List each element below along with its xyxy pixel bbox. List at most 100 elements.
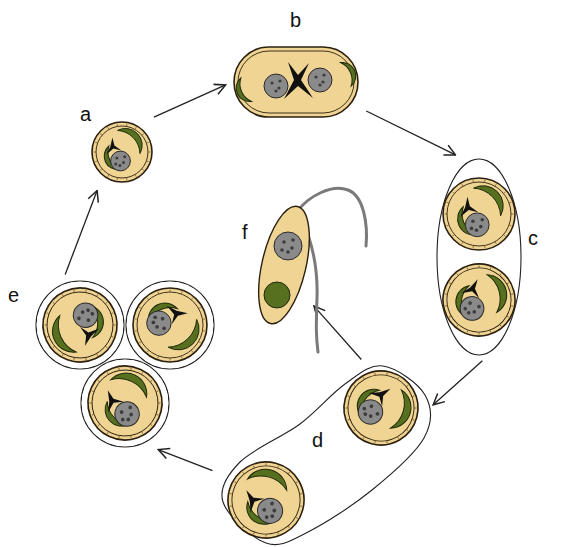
wall-tick (95, 160, 97, 162)
chromatin-spot (129, 412, 134, 417)
chloroplast (118, 128, 143, 153)
wall-tick (386, 373, 388, 375)
wall-tick (495, 242, 496, 244)
stage-illustration (258, 204, 310, 326)
wall-tick (504, 192, 506, 194)
wall-tick (288, 526, 290, 528)
wall-tick (62, 353, 63, 355)
wall-tick (473, 246, 474, 248)
wall-tick (445, 305, 447, 307)
chromatin-spot (114, 163, 117, 166)
wall-tick (234, 517, 236, 518)
wall-tick (126, 124, 127, 126)
chloroplast (232, 77, 257, 103)
cell-wall (133, 288, 207, 362)
chromatin-spot (480, 218, 484, 222)
chromatin-spot (291, 238, 295, 242)
cell-wall (430, 251, 528, 349)
nucleus (456, 292, 488, 324)
mother-membrane (238, 51, 354, 113)
wall-tick (96, 354, 98, 356)
mother-wall-fill (127, 282, 214, 369)
wall-tick (111, 312, 113, 314)
chromatin-spot (152, 321, 156, 325)
chromatin-spot (123, 155, 126, 158)
stage-drawing (430, 159, 528, 355)
wall-tick (98, 424, 101, 426)
chloroplast (168, 319, 199, 349)
wall-tick (47, 336, 49, 338)
wall-tick (47, 312, 49, 314)
wall-tick (445, 214, 448, 215)
algal-cell (443, 178, 515, 250)
wall-tick (191, 350, 193, 352)
wall-tick (398, 437, 399, 439)
wall-tick (105, 302, 107, 304)
chromatin-spot (322, 73, 325, 76)
wall-tick (170, 358, 171, 361)
wall-tick (199, 342, 201, 343)
chloroplast (334, 61, 359, 87)
wall-tick (135, 330, 137, 331)
algal-cell (430, 251, 528, 349)
wall-tick (253, 466, 255, 468)
wall-tick (156, 414, 158, 416)
wall-tick (253, 532, 255, 534)
life-stage: b (232, 45, 360, 119)
wall-tick (489, 330, 491, 332)
cell-membrane (447, 182, 511, 246)
chromatin-spot (471, 219, 475, 223)
chromatin-spot (155, 325, 159, 329)
chromatin-spot (321, 80, 324, 83)
cell-membrane (83, 361, 168, 446)
wall-tick (191, 298, 193, 300)
chromatin-spot (270, 514, 275, 519)
wall-tick (447, 202, 449, 204)
algal-cell (330, 357, 431, 458)
pyrenoid (240, 485, 267, 513)
wall-tick (45, 324, 48, 326)
cell-membrane (220, 454, 313, 547)
wall-tick (386, 440, 388, 442)
algal-cell (92, 122, 152, 182)
wall-tick (53, 302, 56, 304)
wall-tick (117, 124, 118, 126)
chromatin-spot (278, 79, 281, 82)
life-stage: e (36, 281, 214, 447)
nucleus-body (147, 311, 171, 335)
wall-tick (462, 242, 463, 244)
nucleus-body (456, 292, 488, 324)
wall-tick (511, 214, 514, 215)
cell-membrane (137, 292, 203, 358)
chromatin-spot (476, 304, 481, 309)
wall-tick (495, 184, 496, 186)
algal-cell (214, 448, 318, 547)
wall-tick (511, 305, 513, 307)
wall-tick (484, 246, 485, 248)
wall-tick (374, 440, 376, 442)
nucleus-body (264, 74, 288, 98)
chromatin-spot (122, 161, 125, 164)
wall-tick (414, 407, 417, 409)
chromatin-spot (475, 228, 479, 232)
wall-tick (234, 481, 236, 484)
wall-tick (354, 385, 356, 387)
stage-illustration (219, 364, 428, 546)
wall-tick (265, 464, 267, 467)
wall-tick (242, 526, 244, 528)
chromatin-spot (119, 410, 124, 415)
nucleus-body (111, 398, 142, 429)
cell-wall (92, 122, 152, 182)
cycle-arrow (366, 111, 455, 155)
wall-tick (62, 294, 64, 296)
life-stage: a (90, 120, 154, 184)
wall-tick (100, 134, 102, 136)
wall-tick (73, 290, 75, 292)
wall-tick (105, 346, 108, 348)
wall-tick (111, 336, 113, 338)
wall-tick (141, 372, 143, 374)
wall-tick (85, 357, 87, 359)
chloroplast (474, 186, 504, 216)
wall-tick (484, 180, 485, 182)
